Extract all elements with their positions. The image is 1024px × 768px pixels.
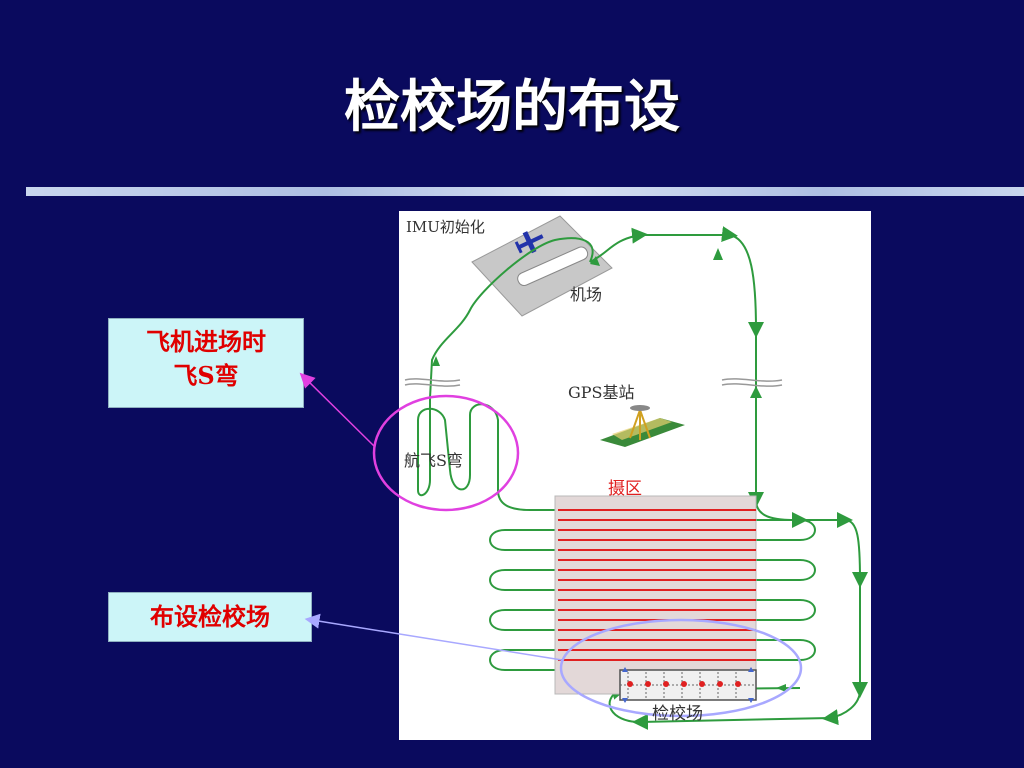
gps-station-icon [600, 405, 685, 447]
flight-path-approach [429, 237, 594, 399]
survey-area [554, 495, 757, 695]
title-divider [26, 187, 1024, 196]
control-point-markers [627, 681, 741, 687]
calibration-field-callout: 布设检校场 [108, 592, 312, 642]
corner-triangles [622, 667, 754, 703]
imu-init-label: IMU初始化 [406, 218, 485, 236]
calibration-connector [304, 613, 563, 661]
runway-shape [517, 246, 589, 287]
right-strip-turns [756, 519, 816, 661]
approach-s-turn-callout: 飞机进场时 飞S弯 [108, 318, 304, 408]
airplane-icon [514, 231, 544, 254]
flight-strip-lines [558, 509, 756, 661]
s-turn-connector [299, 372, 375, 447]
slide-title: 检校场的布设 [344, 75, 680, 140]
s-turn-highlight [372, 394, 520, 512]
survey-area-label: 摄区 [608, 479, 642, 499]
callout-line-2: 飞S弯 [173, 361, 239, 390]
calibration-field-label: 检校场 [652, 704, 703, 724]
left-strip-turns [489, 529, 558, 671]
calibration-highlight [559, 618, 803, 718]
flight-path [417, 226, 869, 730]
flight-path-right-loop [589, 226, 869, 730]
callout-line-1: 飞机进场时 [146, 327, 266, 356]
break-markers [404, 378, 783, 387]
gps-station-label: GPS基站 [568, 383, 635, 402]
s-turn-label: 航飞S弯 [404, 451, 463, 470]
airport-label: 机场 [570, 285, 602, 304]
